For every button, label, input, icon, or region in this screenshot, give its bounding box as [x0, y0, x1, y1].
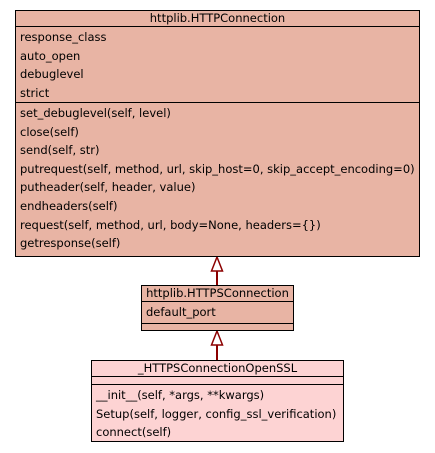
attribute: response_class	[20, 30, 107, 44]
method: Setup(self, logger, config_ssl_verificat…	[96, 406, 337, 421]
class-box-https-openssl[interactable]: _HTTPSConnectionOpenSSL __init__(self, *…	[91, 360, 344, 442]
attributes-section: default_port	[142, 302, 293, 324]
attribute: debuglevel	[20, 67, 84, 82]
attributes-section	[92, 377, 343, 385]
inheritance-edge-https-to-http	[210, 254, 224, 285]
method: putrequest(self, method, url, skip_host=…	[20, 161, 415, 176]
attribute: default_port	[146, 305, 216, 319]
methods-section: __init__(self, *args, **kwargs) Setup(se…	[92, 385, 343, 444]
method: request(self, method, url, body=None, he…	[20, 217, 321, 232]
methods-section	[142, 324, 293, 331]
method: getresponse(self)	[20, 236, 121, 251]
class-title-http-connection: httplib.HTTPConnection	[16, 11, 419, 27]
class-title-https-openssl: _HTTPSConnectionOpenSSL	[92, 361, 343, 377]
method: set_debuglevel(self, level)	[20, 106, 171, 120]
attributes-section: response_class auto_open debuglevel stri…	[16, 27, 419, 103]
method: __init__(self, *args, **kwargs)	[96, 388, 265, 402]
class-box-http-connection[interactable]: httplib.HTTPConnection response_class au…	[15, 10, 420, 257]
methods-section: set_debuglevel(self, level) close(self) …	[16, 103, 419, 255]
method: close(self)	[20, 124, 79, 139]
class-box-https-connection[interactable]: httplib.HTTPSConnection default_port	[141, 285, 294, 331]
method: connect(self)	[96, 425, 172, 440]
method: putheader(self, header, value)	[20, 180, 196, 195]
attribute: strict	[20, 85, 50, 100]
class-title-https-connection: httplib.HTTPSConnection	[142, 286, 293, 302]
method: endheaders(self)	[20, 198, 118, 213]
method: send(self, str)	[20, 143, 100, 158]
attribute: auto_open	[20, 48, 81, 63]
inheritance-edge-openssl-to-https	[210, 328, 224, 360]
